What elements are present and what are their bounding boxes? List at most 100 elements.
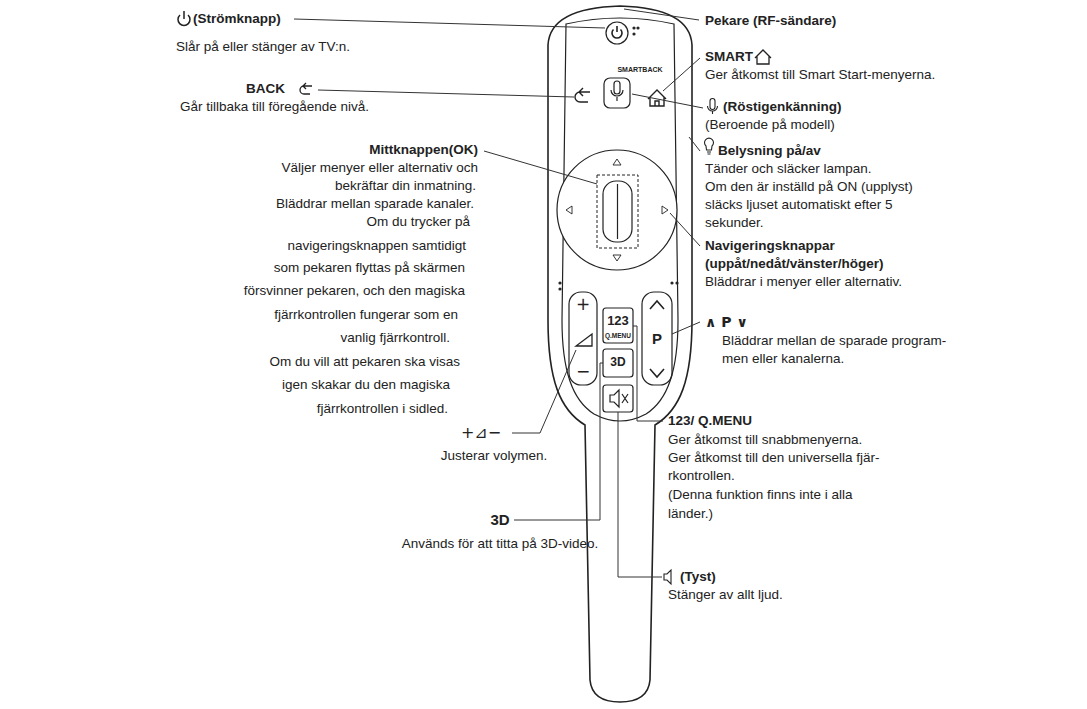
description: Om den är inställd på ON (upplyst) — [705, 179, 913, 195]
description: fjärrkontrollen fungerar som en — [274, 307, 458, 323]
leader-line — [318, 90, 574, 97]
leader-line — [514, 363, 603, 520]
description: Används för att titta på 3D-video. — [402, 536, 599, 552]
description: Om du trycker på — [366, 214, 470, 230]
leader-line — [512, 350, 576, 433]
button-text: 3D — [610, 356, 625, 370]
volume-icon — [576, 334, 592, 346]
heading: Belysning på/av — [718, 143, 821, 159]
description: Stänger av allt ljud. — [668, 587, 783, 603]
description: som pekaren flyttas på skärmen — [274, 260, 465, 276]
volume-symbol: +⊿− — [461, 424, 501, 442]
heading: Mittknappen(OK) — [369, 142, 478, 158]
description: Ger åtkomst till snabbmenyerna. — [668, 432, 862, 448]
nav-arrow-up — [613, 159, 621, 165]
description: sekunder. — [705, 215, 764, 231]
light-dot — [633, 27, 635, 29]
description: men eller kanalerna. — [722, 351, 844, 367]
home-icon — [755, 50, 771, 64]
leader-line — [633, 326, 663, 421]
description: fjärrkontrollen i sidled. — [317, 401, 448, 417]
button-text: + — [576, 295, 590, 315]
mute-icon — [610, 390, 628, 407]
channel-down — [650, 369, 664, 377]
heading: SMART — [705, 49, 753, 65]
heading: Pekare (RF-sändare) — [705, 13, 836, 29]
number-button — [603, 308, 633, 343]
heading: (Tyst) — [680, 569, 716, 585]
heading: Navigeringsknappar — [705, 238, 835, 254]
leader-line — [618, 412, 662, 577]
bulb-icon — [705, 138, 714, 154]
dot — [671, 282, 673, 284]
heading: (Röstigenkänning) — [723, 99, 842, 115]
description: Bläddrar mellan de sparade program- — [722, 333, 946, 349]
description: länder.) — [668, 506, 713, 522]
back-icon — [300, 83, 312, 94]
leader-line — [672, 322, 700, 334]
dot — [559, 288, 561, 290]
mute-icon — [664, 570, 671, 584]
3d-button — [603, 349, 633, 377]
leader-line — [670, 213, 700, 246]
ok-wheel-line — [617, 184, 618, 239]
leader-line — [689, 137, 700, 151]
description: släcks ljuset automatiskt efter 5 — [705, 197, 893, 213]
button-text: P — [652, 330, 662, 347]
voice-button — [604, 78, 630, 108]
description: Ger åtkomst till den universella fjär- — [668, 450, 880, 466]
description: (Beroende på modell) — [705, 117, 835, 133]
power-button — [606, 22, 628, 44]
nav-arrow-right — [662, 206, 668, 214]
description: rkontrollen. — [668, 468, 735, 484]
ok-wheel — [603, 181, 632, 242]
description: (Denna funktion finns inte i alla — [668, 487, 853, 503]
description: Ger åtkomst till Smart Start-menyerna. — [705, 67, 935, 83]
leader-line — [663, 58, 700, 91]
navigation-ring — [557, 150, 677, 270]
description: försvinner pekaren, och den magiska — [244, 283, 465, 299]
nav-arrow-down — [613, 255, 621, 261]
description: igen skakar du den magiska — [282, 377, 450, 393]
button-text: SMARTBACK — [617, 66, 662, 74]
description: Slår på eller stänger av TV:n. — [176, 39, 350, 55]
mute-button — [603, 385, 633, 412]
leader-line — [624, 9, 699, 20]
description: Bläddrar mellan sparade kanaler. — [276, 196, 474, 212]
back-icon — [575, 88, 590, 102]
power-icon — [612, 26, 622, 38]
description: Justerar volymen. — [441, 448, 548, 464]
volume-rocker — [569, 292, 597, 385]
description: Tänder och släcker lampan. — [705, 161, 872, 177]
nav-arrow-left — [566, 206, 572, 214]
mic-icon — [611, 81, 623, 101]
button-text: Q.MENU — [605, 332, 631, 339]
leader-line — [484, 151, 597, 184]
button-text: − — [576, 362, 590, 382]
3d-symbol: 3D — [490, 511, 509, 528]
heading: 123/ Q.MENU — [668, 413, 752, 429]
description: Väljer menyer eller alternativ och — [281, 160, 478, 176]
leader-line — [294, 19, 605, 28]
channel-up — [650, 301, 664, 309]
ok-dashed-box — [597, 175, 638, 248]
leader-line — [632, 94, 703, 108]
description: vanlig fjärrkontroll. — [340, 330, 450, 346]
dot — [559, 282, 561, 284]
description: bekräftar din inmatning. — [335, 178, 476, 194]
description: Bläddrar i menyer eller alternativ. — [705, 274, 902, 290]
channel-rocker — [642, 292, 672, 385]
heading: BACK — [246, 81, 285, 97]
description: Om du vill att pekaren ska visas — [269, 354, 460, 370]
heading: (Strömknapp) — [193, 11, 281, 27]
mic-icon — [708, 99, 718, 115]
power-icon — [178, 11, 190, 25]
description: navigeringsknappen samtidigt — [287, 238, 466, 254]
light-dot — [637, 27, 639, 29]
button-text: 123 — [607, 314, 629, 329]
light-dot — [633, 33, 635, 35]
channel-symbol: ∧ P ∨ — [705, 314, 748, 330]
heading: (uppåt/nedåt/vänster/höger) — [705, 256, 884, 272]
